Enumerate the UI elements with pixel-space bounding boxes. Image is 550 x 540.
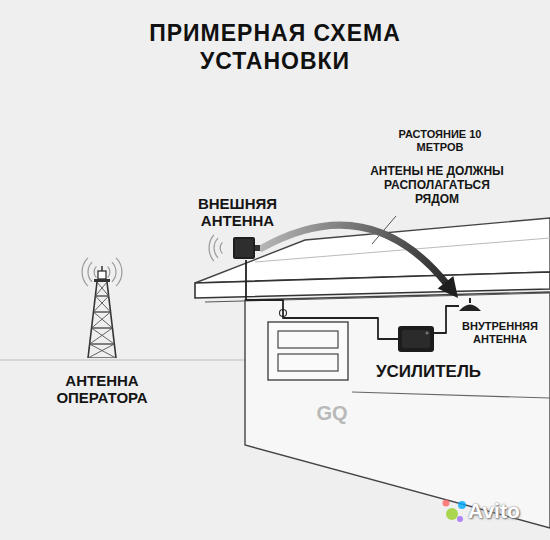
ground-line bbox=[0, 359, 245, 360]
outdoor-antenna-part bbox=[233, 237, 255, 259]
window bbox=[268, 322, 348, 380]
signal-waves bbox=[220, 242, 222, 253]
tower-label: АНТЕННА ОПЕРАТОРА bbox=[46, 372, 158, 407]
indoor-antenna-part bbox=[469, 298, 471, 303]
signal-waves bbox=[112, 262, 116, 282]
signal-amplifier: УСИЛИТЕЛЬ bbox=[398, 326, 434, 352]
operator-tower-part bbox=[88, 357, 116, 358]
watermark-logo bbox=[443, 500, 467, 523]
antenna-label: ВНЕШНЯЯ АНТЕННА bbox=[180, 195, 295, 230]
operator-tower: АНТЕННА ОПЕРАТОРА bbox=[86, 266, 118, 358]
operator-tower-part bbox=[92, 328, 115, 344]
window bbox=[268, 322, 348, 380]
watermark-logo bbox=[458, 501, 466, 509]
distance-note: РАСТОЯНИЕ 10 МЕТРОВ bbox=[397, 128, 483, 153]
operator-tower-part bbox=[88, 344, 114, 358]
operator-tower-part bbox=[95, 282, 107, 296]
operator-tower-part bbox=[95, 295, 108, 296]
diagram-title: ПРИМЕРНАЯ СХЕМА УСТАНОВКИ bbox=[135, 20, 415, 75]
operator-tower-part bbox=[107, 282, 116, 358]
house-wall bbox=[245, 292, 550, 528]
signal-waves bbox=[82, 258, 88, 286]
signal-waves bbox=[82, 235, 222, 286]
operator-tower-part bbox=[90, 344, 116, 358]
operator-tower-part bbox=[101, 266, 103, 271]
placement-note: АНТЕНЫ НЕ ДОЛЖНЫ РАСПОЛАГАТЬСЯ РЯДОМ bbox=[363, 165, 511, 206]
signal-waves bbox=[88, 262, 92, 282]
signal-arrow bbox=[262, 225, 448, 285]
amplifier-label: УСИЛИТЕЛЬ bbox=[376, 362, 506, 382]
indoor-antenna-label: ВНУТРЕННЯЯ АНТЕННА bbox=[454, 320, 546, 345]
window bbox=[278, 354, 338, 371]
signal-amplifier-part bbox=[402, 330, 430, 348]
watermark: Avito bbox=[468, 499, 538, 523]
outdoor-antenna: ВНЕШНЯЯ АНТЕННА bbox=[232, 236, 260, 260]
outdoor-antenna-part bbox=[255, 245, 260, 251]
signal-waves bbox=[116, 258, 122, 286]
indoor-antenna-part bbox=[459, 305, 481, 312]
signal-waves bbox=[209, 235, 214, 261]
signal-waves bbox=[214, 238, 218, 258]
signal-amplifier-shape bbox=[398, 326, 434, 352]
signal-waves bbox=[108, 266, 110, 277]
operator-tower-part bbox=[88, 282, 97, 358]
arrow-head bbox=[438, 276, 458, 298]
operator-tower-part bbox=[93, 312, 112, 328]
operator-tower-part bbox=[90, 343, 115, 344]
operator-tower-part bbox=[93, 311, 110, 312]
operator-tower-part bbox=[95, 296, 110, 312]
operator-tower-part bbox=[92, 327, 113, 328]
signal-amplifier-part bbox=[398, 326, 434, 352]
operator-tower-part bbox=[93, 296, 108, 312]
watermark-logo bbox=[443, 500, 450, 507]
signal-waves bbox=[94, 266, 96, 277]
outdoor-antenna-shape bbox=[232, 236, 260, 260]
operator-tower-part bbox=[90, 328, 113, 344]
operator-tower-shape bbox=[86, 266, 118, 358]
watermark-logo bbox=[457, 516, 463, 522]
operator-tower-part bbox=[97, 282, 109, 296]
outdoor-antenna-part bbox=[235, 239, 253, 257]
watermark-logo bbox=[446, 508, 458, 520]
ceiling-line bbox=[352, 392, 550, 398]
watermark: GQ bbox=[312, 402, 352, 425]
window bbox=[278, 331, 338, 348]
indoor-antenna-shape bbox=[458, 298, 482, 312]
antenna-cable bbox=[246, 260, 398, 339]
operator-tower-part bbox=[98, 271, 106, 279]
antenna-cable bbox=[434, 306, 459, 333]
signal-amplifier-part bbox=[426, 332, 429, 335]
operator-tower-part bbox=[92, 312, 111, 328]
operator-tower-part bbox=[94, 279, 110, 282]
indoor-antenna: ВНУТРЕННЯЯ АНТЕННА bbox=[458, 298, 482, 312]
